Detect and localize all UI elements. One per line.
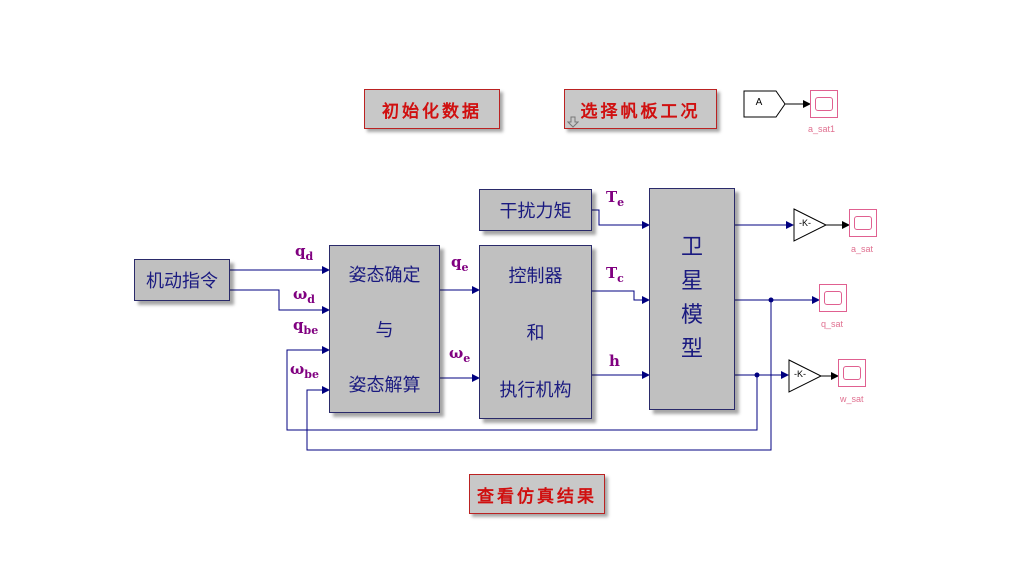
wire-feedback-wbe <box>286 346 758 431</box>
init-data-button[interactable]: 初始化数据 <box>364 89 500 129</box>
wire-feedback-qbe <box>306 300 772 451</box>
gain-label-1: -K- <box>799 218 811 228</box>
scope-w-sat[interactable] <box>838 359 866 387</box>
scope-a-sat1[interactable] <box>810 90 838 118</box>
attitude-label-2: 与 <box>375 319 394 341</box>
controller-label-2: 和 <box>526 322 545 344</box>
controller-label-1: 控制器 <box>508 265 563 287</box>
signal-label-te: Te <box>606 188 625 209</box>
wire-wd <box>230 289 330 314</box>
scope-caption-a-sat1: a_sat1 <box>808 124 836 134</box>
branch-dot-w <box>754 372 760 378</box>
from-tag-label: A <box>755 97 763 108</box>
disturbance-torque-block[interactable]: 干扰力矩 <box>479 189 592 231</box>
signal-label-qbe: qbe <box>293 316 319 337</box>
maneuver-command-block[interactable]: 机动指令 <box>134 259 230 301</box>
disturbance-torque-label: 干扰力矩 <box>499 201 572 222</box>
scope-screen-icon <box>843 366 861 380</box>
controller-label-3: 执行机构 <box>499 380 572 402</box>
scope-q-sat[interactable] <box>819 284 847 312</box>
signal-label-qd: qd <box>295 242 314 263</box>
view-results-button[interactable]: 查看仿真结果 <box>469 474 605 514</box>
scope-screen-icon <box>815 97 833 111</box>
attitude-determination-block[interactable]: 姿态确定 与 姿态解算 <box>329 245 440 413</box>
wire-te <box>592 209 650 229</box>
scope-a-sat[interactable] <box>849 209 877 237</box>
signal-label-h: h <box>609 352 620 370</box>
select-panel-condition-label: 选择帆板工况 <box>580 101 701 122</box>
scope-caption-q-sat: q_sat <box>821 319 844 329</box>
from-tag-block[interactable] <box>743 90 786 118</box>
scope-screen-icon <box>824 291 842 305</box>
gain-block-2[interactable] <box>788 359 823 393</box>
satellite-label-3: 模 <box>680 303 703 328</box>
signal-label-we: ωe <box>449 344 471 365</box>
satellite-label-4: 型 <box>680 337 703 362</box>
wire-tc <box>592 290 650 304</box>
scope-caption-a-sat: a_sat <box>851 244 874 254</box>
satellite-model-block[interactable]: 卫 星 模 型 <box>649 188 735 410</box>
branch-dot-q <box>768 297 774 303</box>
scope-screen-icon <box>854 216 872 230</box>
attitude-label-1: 姿态确定 <box>348 264 421 286</box>
signal-label-wbe: ωbe <box>290 360 319 381</box>
signal-label-qe: qe <box>451 253 469 274</box>
signal-label-tc: Tc <box>606 264 624 285</box>
satellite-label-1: 卫 <box>680 235 703 260</box>
arrow-down-icon <box>567 116 579 128</box>
signal-label-wd: ωd <box>293 285 315 306</box>
controller-actuator-block[interactable]: 控制器 和 执行机构 <box>479 245 592 419</box>
scope-caption-w-sat: w_sat <box>840 394 864 404</box>
maneuver-command-label: 机动指令 <box>146 271 218 292</box>
select-panel-condition-button[interactable]: 选择帆板工况 <box>564 89 717 129</box>
satellite-label-2: 星 <box>680 269 703 294</box>
attitude-label-3: 姿态解算 <box>348 375 421 397</box>
gain-label-2: -K- <box>794 369 806 379</box>
gain-block-1[interactable] <box>793 208 828 242</box>
